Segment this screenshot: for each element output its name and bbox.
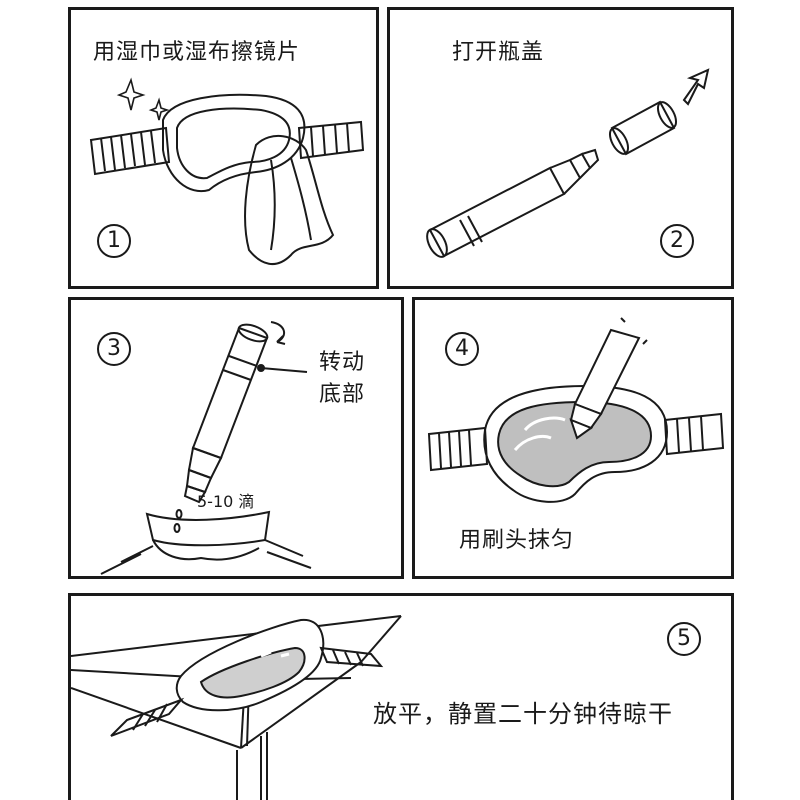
step-3-panel: 3 转动 底部 5-10 滴 bbox=[68, 297, 404, 579]
step-3-caption-line2: 底部 bbox=[319, 382, 366, 407]
brush-spread-illustration bbox=[427, 317, 725, 503]
step-4-number: 4 bbox=[445, 332, 479, 366]
goggles-drying-on-table-illustration bbox=[71, 615, 402, 800]
step-3-number: 3 bbox=[97, 332, 131, 366]
step-4-panel: 4 用刷头抹匀 bbox=[412, 297, 734, 579]
step-5-panel: 5 放平，静置二十分钟待晾干 bbox=[68, 593, 734, 800]
step-2-panel: 打开瓶盖 2 bbox=[387, 7, 734, 289]
goggles-wiping-illustration bbox=[89, 77, 365, 265]
step-2-caption: 打开瓶盖 bbox=[452, 40, 545, 65]
step-5-caption: 放平，静置二十分钟待晾干 bbox=[373, 700, 673, 728]
step-5-number: 5 bbox=[667, 622, 701, 656]
step-1-panel: 用湿巾或湿布擦镜片 1 bbox=[68, 7, 379, 289]
step-3-caption-line1: 转动 bbox=[319, 350, 366, 375]
step-1-caption: 用湿巾或湿布擦镜片 bbox=[93, 40, 301, 65]
step-2-number: 2 bbox=[660, 224, 694, 258]
step-1-number: 1 bbox=[97, 224, 131, 258]
step-4-caption: 用刷头抹匀 bbox=[459, 528, 575, 553]
step-3-drops-label: 5-10 滴 bbox=[197, 492, 255, 511]
pen-open-cap-illustration bbox=[426, 68, 710, 258]
pen-dropping-illustration bbox=[100, 321, 312, 575]
